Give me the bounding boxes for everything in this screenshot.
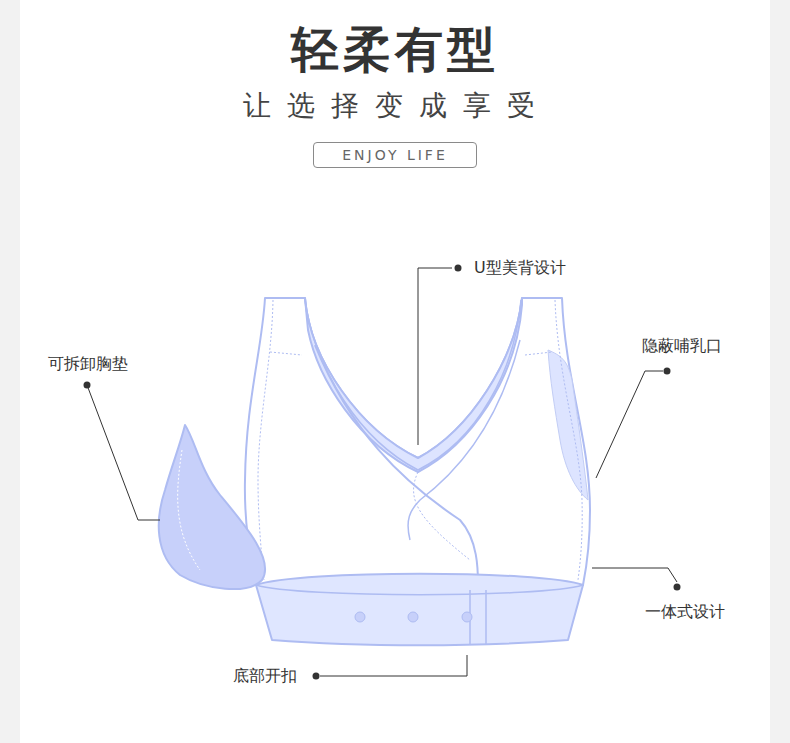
callout-label: 底部开扣	[233, 666, 297, 685]
callout-label: U型美背设计	[474, 258, 566, 277]
badge-text: ENJOY LIFE	[342, 147, 448, 164]
subtitle: 让选择变成享受	[243, 89, 551, 123]
callout-label: 隐蔽哺乳口	[642, 336, 722, 355]
main-title: 轻柔有型	[291, 21, 499, 79]
callout-label: 一体式设计	[645, 602, 725, 621]
callout-label: 可拆卸胸垫	[48, 354, 128, 373]
badge-box: ENJOY LIFE	[313, 142, 477, 168]
